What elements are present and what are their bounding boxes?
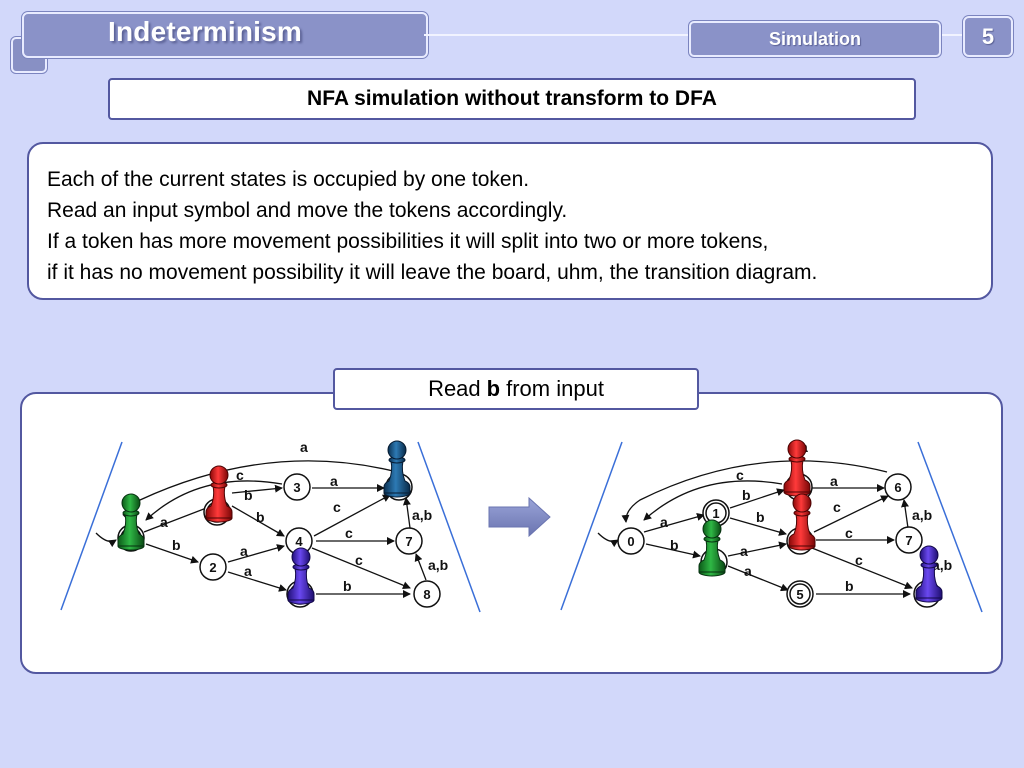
- nfa-after: a c b a b b a c a a c c b a,b a,b: [560, 439, 983, 613]
- explanation-line-1: Each of the current states is occupied b…: [47, 168, 530, 191]
- svg-text:c: c: [355, 552, 363, 568]
- read-suffix: from input: [506, 376, 604, 401]
- svg-text:a,b: a,b: [932, 557, 952, 573]
- svg-text:b: b: [172, 537, 181, 553]
- state-label-8: 8: [423, 587, 430, 602]
- explanation-panel: Each of the current states is occupied b…: [27, 142, 993, 300]
- explanation-line-4: if it has no movement possibility it wil…: [47, 261, 818, 284]
- state-7: [395, 527, 423, 555]
- svg-text:a,b: a,b: [912, 507, 932, 523]
- purple-token: [915, 545, 943, 603]
- svg-text:b: b: [244, 487, 253, 503]
- state-label-0: 0: [627, 534, 634, 549]
- state-8: [413, 580, 441, 608]
- title-banner: [22, 12, 428, 58]
- svg-text:c: c: [345, 525, 353, 541]
- svg-text:a: a: [744, 563, 752, 579]
- state-label-2: 2: [209, 560, 216, 575]
- section-tab: Simulation: [689, 21, 941, 57]
- state-label-6: 6: [894, 480, 901, 495]
- red-token-split: [788, 493, 816, 551]
- svg-text:b: b: [670, 537, 679, 553]
- state-label-3: 3: [293, 480, 300, 495]
- read-input-label: Read b from input: [333, 368, 699, 410]
- right-arrow-icon: [488, 496, 551, 538]
- state-label-1: 1: [712, 506, 719, 521]
- svg-text:a,b: a,b: [428, 557, 448, 573]
- green-token: [698, 519, 726, 577]
- state-7: [895, 526, 923, 554]
- svg-text:c: c: [845, 525, 853, 541]
- page-title: Indeterminism: [108, 16, 302, 47]
- svg-text:c: c: [736, 467, 744, 483]
- state-label-7: 7: [405, 534, 412, 549]
- green-token: [117, 493, 145, 551]
- state-3: [283, 473, 311, 501]
- red-token: [783, 439, 811, 497]
- svg-text:a: a: [240, 543, 248, 559]
- svg-text:b: b: [343, 578, 352, 594]
- svg-text:a: a: [160, 514, 168, 530]
- explanation-line-3: If a token has more movement possibiliti…: [47, 230, 769, 253]
- read-prefix: Read: [428, 376, 481, 401]
- board-edge-right: [417, 441, 481, 613]
- state-0: [617, 527, 645, 555]
- board-edge-right: [917, 441, 983, 613]
- svg-text:a: a: [830, 473, 838, 489]
- state-label-4: 4: [295, 534, 303, 549]
- svg-text:b: b: [256, 509, 265, 525]
- nfa-before: a c b a b b a c a a c c b a,b a,b: [60, 439, 481, 613]
- slide-subtitle: NFA simulation without transform to DFA: [108, 78, 916, 120]
- page-number: 5: [963, 16, 1013, 57]
- purple-token: [287, 547, 315, 605]
- svg-text:a: a: [330, 473, 338, 489]
- diagram-panel: [20, 392, 1003, 674]
- board-edge-left: [60, 441, 123, 611]
- svg-text:a: a: [244, 563, 252, 579]
- svg-text:a: a: [300, 439, 308, 455]
- red-token: [205, 465, 233, 523]
- svg-text:a,b: a,b: [412, 507, 432, 523]
- board-edge-left: [560, 441, 623, 611]
- navy-token: [383, 440, 411, 498]
- svg-text:b: b: [845, 578, 854, 594]
- svg-text:c: c: [236, 467, 244, 483]
- read-symbol: b: [486, 376, 501, 401]
- svg-text:c: c: [833, 499, 841, 515]
- svg-text:c: c: [855, 552, 863, 568]
- state-label-7: 7: [905, 533, 912, 548]
- state-2: [199, 553, 227, 581]
- svg-text:a: a: [660, 514, 668, 530]
- state-label-5: 5: [796, 587, 803, 602]
- explanation-line-2: Read an input symbol and move the tokens…: [47, 199, 568, 222]
- svg-text:b: b: [742, 487, 751, 503]
- svg-text:c: c: [333, 499, 341, 515]
- state-6: [884, 473, 912, 501]
- svg-text:a: a: [740, 543, 748, 559]
- svg-text:b: b: [756, 509, 765, 525]
